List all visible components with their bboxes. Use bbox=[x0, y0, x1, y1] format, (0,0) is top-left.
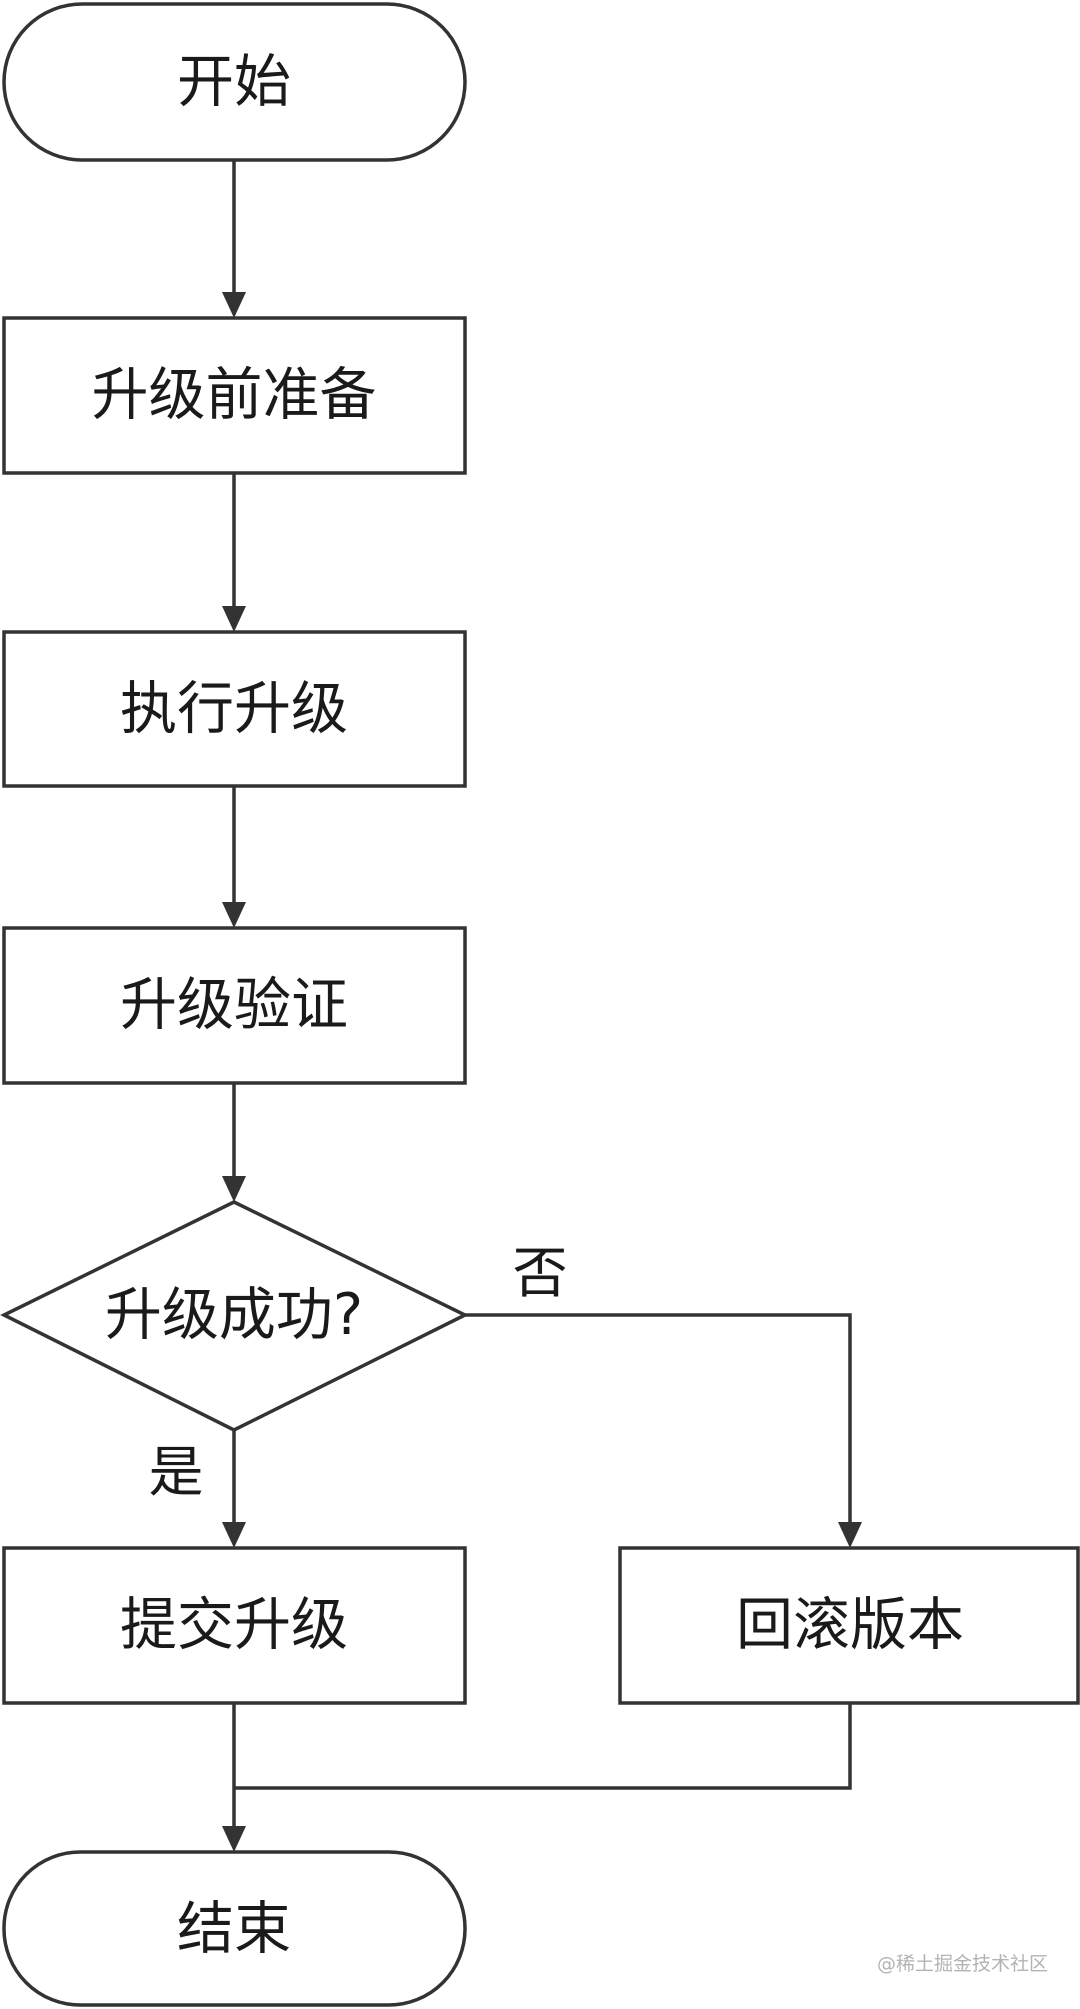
process-shape bbox=[2, 1546, 467, 1705]
watermark: @稀土掘金技术社区 bbox=[877, 1953, 1048, 1975]
edge-execute-to-verify bbox=[222, 786, 246, 928]
node-start: 开始 bbox=[2, 2, 467, 162]
edge-decision-no-to-rollback bbox=[465, 1313, 862, 1548]
edge-commit-to-end bbox=[222, 1703, 246, 1852]
decision-shape bbox=[0, 1200, 469, 1432]
edge-start-to-prepare bbox=[222, 160, 246, 318]
process-shape bbox=[2, 926, 467, 1085]
edge-prepare-to-execute bbox=[222, 473, 246, 632]
node-decision: 升级成功? bbox=[0, 1200, 469, 1432]
node-prepare-label: 升级前准备 bbox=[92, 362, 377, 428]
node-start-label: 开始 bbox=[177, 49, 291, 115]
edge-verify-to-decision bbox=[222, 1083, 246, 1202]
node-execute: 执行升级 bbox=[2, 630, 467, 788]
node-rollback-label: 回滚版本 bbox=[736, 1592, 964, 1658]
node-rollback: 回滚版本 bbox=[618, 1546, 1080, 1705]
edge-label-yes: 是 bbox=[148, 1440, 203, 1504]
process-shape bbox=[2, 630, 467, 788]
node-decision-label: 升级成功? bbox=[105, 1282, 363, 1348]
terminator-shape bbox=[2, 2, 467, 162]
process-shape bbox=[2, 316, 467, 475]
node-commit-label: 提交升级 bbox=[120, 1592, 348, 1658]
node-verify-label: 升级验证 bbox=[120, 972, 348, 1038]
edge-decision-yes-to-commit bbox=[222, 1430, 246, 1548]
process-shape bbox=[618, 1546, 1080, 1705]
edge-rollback-to-end bbox=[234, 1703, 852, 1790]
terminator-shape bbox=[2, 1850, 467, 2007]
node-end-label: 结束 bbox=[177, 1896, 291, 1962]
node-commit: 提交升级 bbox=[2, 1546, 467, 1705]
node-execute-label: 执行升级 bbox=[120, 676, 348, 742]
edge-label-no: 否 bbox=[512, 1241, 567, 1305]
node-end: 结束 bbox=[2, 1850, 467, 2007]
node-verify: 升级验证 bbox=[2, 926, 467, 1085]
node-prepare: 升级前准备 bbox=[2, 316, 467, 475]
